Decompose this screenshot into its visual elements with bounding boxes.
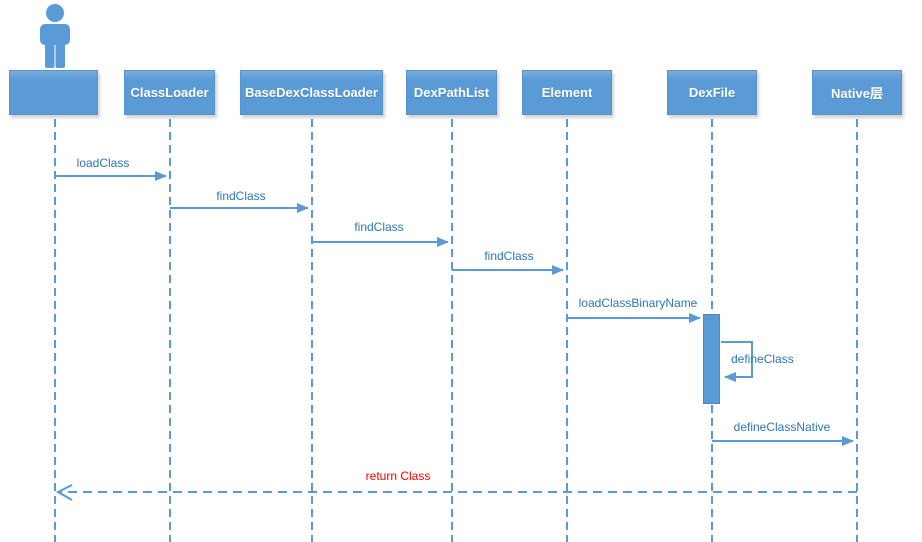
participant-classloader: ClassLoader <box>124 70 215 115</box>
participant-dexfile: DexFile <box>667 70 757 115</box>
activation-bar-dexfile <box>703 314 720 404</box>
participant-element: Element <box>522 70 612 115</box>
participant-native-layer: Native层 <box>812 70 902 115</box>
message-label-findclass-2: findClass <box>354 220 404 234</box>
participant-basedexclassloader: BaseDexClassLoader <box>240 70 383 115</box>
message-label-findclass-3: findClass <box>484 249 534 263</box>
message-defineclass-self-arrow <box>721 341 753 382</box>
return-open-arrowhead <box>55 484 73 501</box>
message-label-loadclass: loadClass <box>76 156 130 170</box>
message-label-defineclass: defineClass <box>731 352 794 366</box>
message-label-findclass-1: findClass <box>216 189 266 203</box>
message-label-defineclassnative: defineClassNative <box>733 420 831 434</box>
actor-person-icon <box>40 4 70 68</box>
participant-dexpathlist: DexPathList <box>406 70 497 115</box>
participant-actor-box <box>9 70 98 115</box>
message-label-loadclassbinaryname: loadClassBinaryName <box>578 296 698 310</box>
message-label-return-class: return Class <box>365 469 431 483</box>
